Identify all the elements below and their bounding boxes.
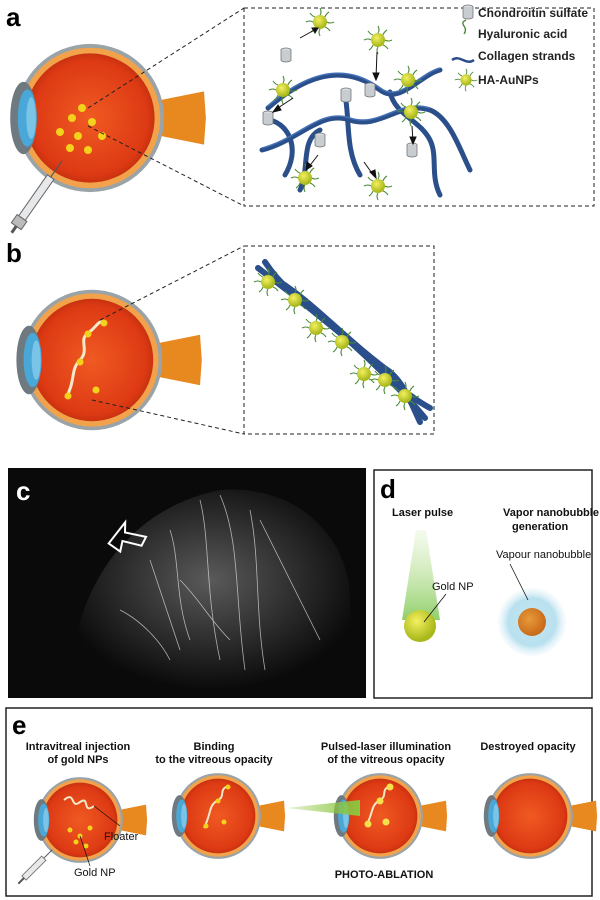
syringe-icon-a <box>10 160 63 234</box>
panel-e: Intravitreal injection of gold NPs Bindi… <box>5 707 598 897</box>
legend-hyaluronic-label: Hyaluronic acid <box>478 27 567 41</box>
legend-chondroitin-label: Chondroitin sulfate <box>478 6 588 20</box>
step1-label-1: Intravitreal injection <box>26 741 131 753</box>
panel-label-e: e <box>12 710 27 740</box>
legend-a: Chondroitin sulfate Hyaluronic acid Coll… <box>451 4 588 92</box>
ha-aunp-particles-b <box>253 267 420 411</box>
panel-c-photo <box>8 468 366 698</box>
step1-label-2: of gold NPs <box>47 754 108 766</box>
laser-beam <box>402 530 440 620</box>
legend-hanp-label: HA-AuNPs <box>478 73 539 87</box>
gold-np-sphere <box>404 610 436 642</box>
panel-label-d: d <box>380 474 396 504</box>
laser-beam-e <box>286 800 360 816</box>
binding-arrows-a <box>271 27 417 180</box>
step3-label-2: of the vitreous opacity <box>327 754 445 766</box>
step4-label: Destroyed opacity <box>480 741 576 753</box>
panel-label-a: a <box>6 2 21 32</box>
collagen-network <box>259 67 473 198</box>
step2-label-2: to the vitreous opacity <box>155 754 273 766</box>
gold-np-dots-a <box>56 104 106 154</box>
floater-label: Floater <box>104 831 139 843</box>
gold-np-label-d: Gold NP <box>432 581 474 593</box>
legend-collagen-label: Collagen strands <box>478 49 576 63</box>
panel-label-c: c <box>16 476 31 506</box>
vapour-bubble-label: Vapour nanobubble <box>496 549 591 561</box>
eye-illustration-a <box>10 43 206 193</box>
panel-d: Laser pulse Vapor nanobubble generation … <box>373 469 599 699</box>
panel-a: Chondroitin sulfate Hyaluronic acid Coll… <box>10 4 595 234</box>
photo-ablation-label: PHOTO-ABLATION <box>335 869 434 881</box>
arrow-icon <box>107 519 148 554</box>
eye-illustration-b <box>16 289 202 431</box>
zoom-box-b <box>243 245 435 435</box>
vapor-label-2: generation <box>512 521 569 533</box>
step3-label-1: Pulsed-laser illumination <box>321 741 451 753</box>
laser-pulse-label: Laser pulse <box>392 507 453 519</box>
panel-b <box>16 245 435 435</box>
step2-label-1: Binding <box>194 741 235 753</box>
panel-label-b: b <box>6 238 22 268</box>
vapor-label-1: Vapor nanobubble <box>503 507 599 519</box>
gold-np-label-e: Gold NP <box>74 867 116 879</box>
zoom-box-a <box>243 7 595 207</box>
syringe-icon-e <box>17 849 53 885</box>
floater-strand-b <box>64 320 105 399</box>
